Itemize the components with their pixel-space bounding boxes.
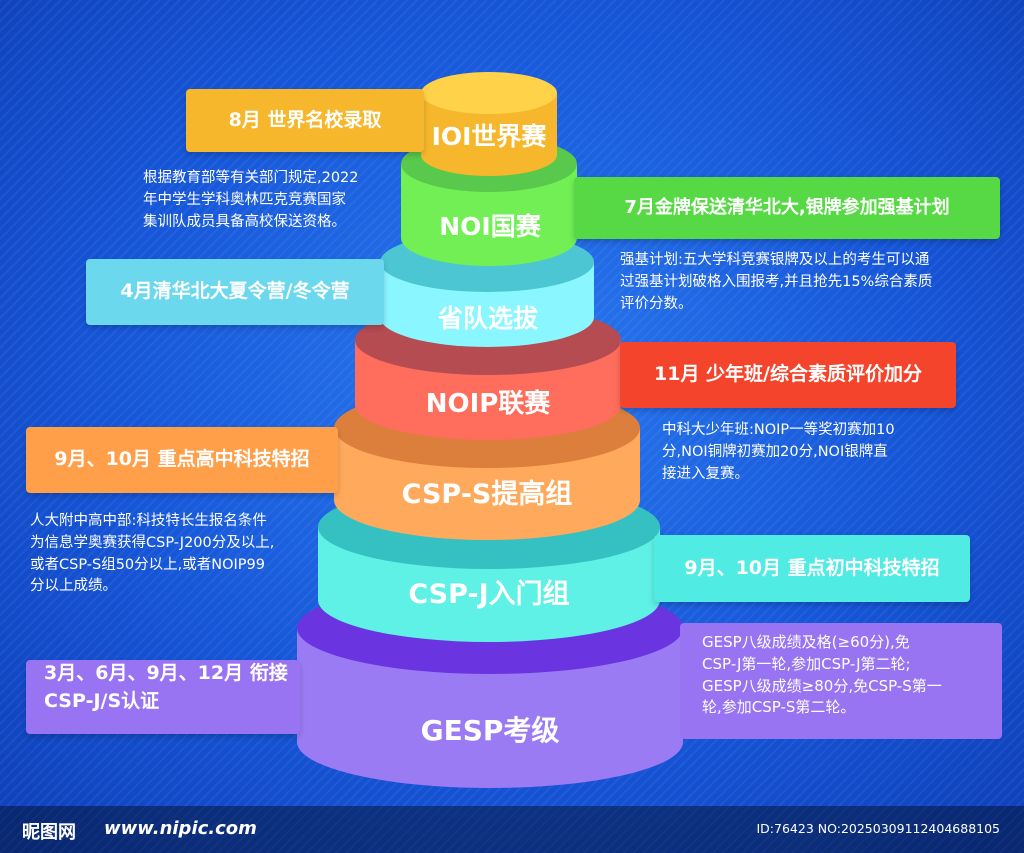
tier-noi-side bbox=[401, 164, 577, 266]
tag-gesp: 3月、6月、9月、12月 衔接 CSP-J/S认证 bbox=[26, 660, 300, 734]
note-noi: 强基计划:五大学科竞赛银牌及以上的考生可以通 过强基计划破格入围报考,并且抢先1… bbox=[620, 250, 932, 315]
site-logo: 昵图网 bbox=[22, 822, 76, 843]
tag-shengdui: 4月清华北大夏令营/冬令营 bbox=[86, 259, 384, 325]
note-line: 接进入复赛。 bbox=[662, 465, 749, 482]
note-line: GESP八级成绩及格(≥60分),免 bbox=[702, 633, 910, 651]
watermark-bar: 昵图网 www.nipic.com ID:76423 NO:2025030911… bbox=[0, 806, 1024, 853]
note-line: 根据教育部等有关部门规定,2022 bbox=[143, 170, 359, 186]
tag-cspj: 9月、10月 重点初中科技特招 bbox=[654, 535, 970, 602]
tier-gesp-label: GESP考级 bbox=[421, 714, 560, 747]
note-noip: 中科大少年班:NOIP一等奖初赛加10 分,NOI铜牌初赛加20分,NOI银牌直… bbox=[662, 420, 895, 485]
note-line: 中科大少年班:NOIP一等奖初赛加10 bbox=[662, 422, 895, 438]
note-line: 集训队成员具备高校保送资格。 bbox=[143, 213, 346, 230]
image-id: ID:76423 NO:20250309112404688105 bbox=[756, 821, 1001, 836]
note-line: 人大附中高中部:科技特长生报名条件 bbox=[30, 513, 267, 529]
note-line: 为信息学奥赛获得CSP-J200分及以上, bbox=[30, 534, 275, 551]
tier-ioi-top bbox=[421, 72, 557, 114]
tag-noip: 11月 少年班/综合素质评价加分 bbox=[620, 342, 956, 408]
note-csps: 人大附中高中部:科技特长生报名条件 为信息学奥赛获得CSP-J200分及以上, … bbox=[30, 511, 274, 598]
note-ioi: 根据教育部等有关部门规定,2022 年中学生学科奥林匹克竞赛国家 集训队成员具备… bbox=[143, 168, 359, 233]
note-line: 强基计划:五大学科竞赛银牌及以上的考生可以通 bbox=[620, 252, 930, 268]
tag-noi: 7月金牌保送清华北大,银牌参加强基计划 bbox=[574, 177, 1000, 239]
note-line: 评价分数。 bbox=[620, 295, 693, 312]
note-gesp: GESP八级成绩及格(≥60分),免 CSP-J第一轮,参加CSP-J第二轮; … bbox=[702, 632, 942, 719]
tier-noip-label: NOIP联赛 bbox=[426, 388, 552, 419]
note-line: 轮,参加CSP-S第二轮。 bbox=[702, 698, 856, 717]
tier-ioi-side bbox=[421, 93, 557, 176]
tag-gesp-line2: CSP-J/S认证 bbox=[44, 689, 160, 712]
note-line: 或者CSP-S组50分以上,或者NOIP99 bbox=[30, 556, 265, 573]
tag-csps: 9月、10月 重点高中科技特招 bbox=[26, 427, 338, 493]
site-url[interactable]: www.nipic.com bbox=[104, 818, 257, 839]
note-line: CSP-J第一轮,参加CSP-J第二轮; bbox=[702, 654, 911, 673]
note-line: 年中学生学科奥林匹克竞赛国家 bbox=[143, 191, 346, 208]
note-line: 分以上成绩。 bbox=[30, 578, 117, 595]
tag-ioi: 8月 世界名校录取 bbox=[186, 89, 424, 152]
note-line: 过强基计划破格入围报考,并且抢先15%综合素质 bbox=[620, 273, 933, 290]
note-line: GESP八级成绩≥80分,免CSP-S第一 bbox=[702, 676, 942, 695]
tier-shengdui-label: 省队选拔 bbox=[437, 304, 539, 333]
tier-ioi-label: IOI世界赛 bbox=[432, 122, 548, 151]
note-line: 分,NOI铜牌初赛加20分,NOI银牌直 bbox=[662, 443, 888, 460]
note-gesp-box bbox=[680, 623, 1002, 739]
tier-noi-label: NOI国赛 bbox=[439, 212, 541, 241]
tier-ioi: IOI世界赛 bbox=[421, 72, 557, 176]
tier-cspj-label: CSP-J入门组 bbox=[408, 578, 569, 610]
tag-gesp-line1: 3月、6月、9月、12月 衔接 bbox=[44, 662, 288, 684]
tier-gesp-side bbox=[297, 628, 683, 788]
tier-csps-label: CSP-S提高组 bbox=[402, 478, 573, 510]
